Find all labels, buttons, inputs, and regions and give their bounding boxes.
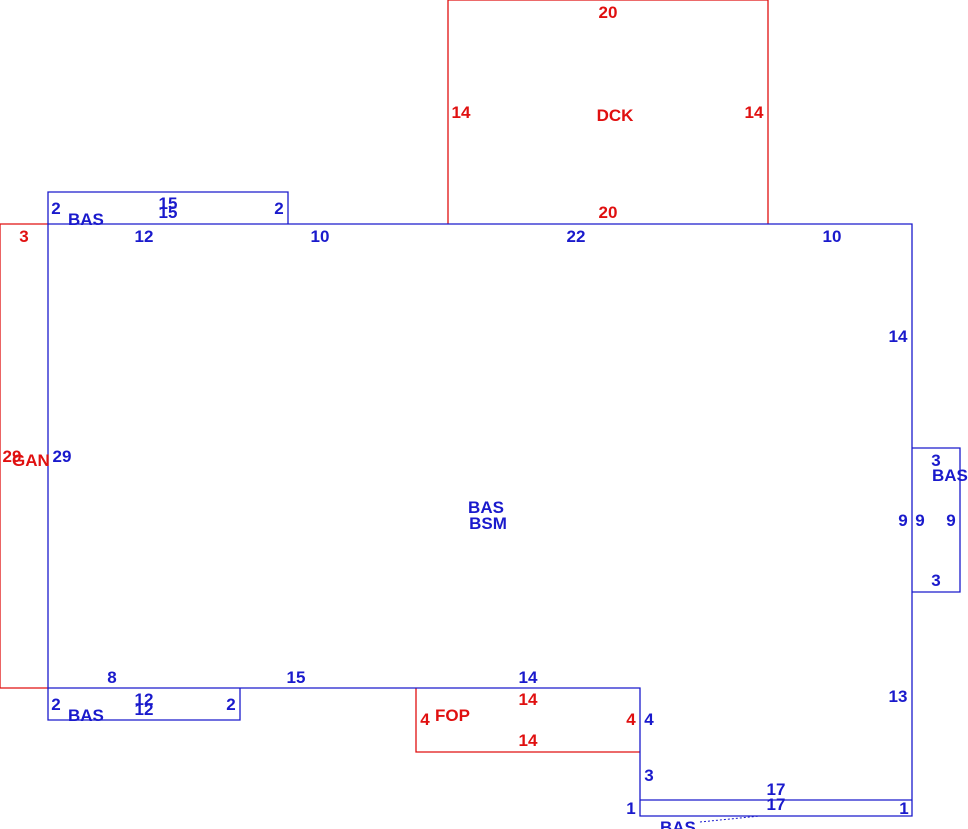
bump-bottom-right-dim-top: 17 [767,795,786,814]
main-dim-right-c: 13 [889,687,908,706]
main-dim-right-a: 14 [889,327,908,346]
garage-code: GAN [12,451,50,470]
bump-bottom-right-dim-left: 1 [626,799,635,818]
bump-top-dim-left: 2 [51,199,60,218]
bump-bottom-left-outline [47,688,241,721]
main-dim-top-a: 12 [135,227,154,246]
deck-code: DCK [597,106,635,125]
bump-right-dim-bottom: 3 [931,571,940,590]
bump-right-dim-right: 9 [946,511,955,530]
bump-top-dim-a: 15 [159,194,178,213]
main-code-bas: BAS [468,498,504,517]
bump-bottom-left-code: BAS [68,706,104,725]
bump-top-dim-b: 15 [159,203,178,222]
bump-bottom-left-dim-right: 2 [226,695,235,714]
garage-dim-top: 3 [19,227,28,246]
deck-dim-top: 20 [599,3,618,22]
bump-top-outline [47,191,289,224]
main-dim-bottom-b: 15 [287,668,306,687]
main-dim-bottom-d: 17 [767,780,786,799]
bump-right-code: BAS [932,466,968,485]
garage-outline [0,223,48,689]
bump-bottom-right-dim-right: 1 [899,799,908,818]
porch-code: FOP [435,706,470,725]
porch-dim-bottom: 14 [519,731,538,750]
deck-outline [447,0,769,224]
main-dim-bottom-c: 14 [519,668,538,687]
porch-outline [415,688,640,753]
main-dim-right-b: 9 [898,511,907,530]
main-dim-step-v2: 3 [644,766,653,785]
porch-dim-left: 4 [420,710,430,729]
main-code-bsm: BSM [469,514,507,533]
bump-top-dim-right: 2 [274,199,283,218]
porch-dim-top: 14 [519,690,538,709]
main-dim-left: 29 [53,447,72,466]
main-dim-top-c: 22 [567,227,586,246]
bump-bottom-right-dotted [699,815,761,823]
bump-right-dim-left: 9 [915,511,924,530]
deck-dim-left: 14 [452,103,471,122]
bump-bottom-left-dim-a: 12 [135,690,154,709]
bump-right-outline [912,447,961,593]
porch-dim-right: 4 [626,710,636,729]
bump-bottom-right-code: BAS [660,818,696,829]
bump-top-code: BAS [68,210,104,229]
bump-bottom-left-dim-b: 12 [135,700,154,719]
deck-dim-right: 14 [745,103,764,122]
main-dim-bottom-a: 8 [107,668,116,687]
garage-dim-left: 29 [3,447,22,466]
main-dim-top-d: 10 [823,227,842,246]
main-dim-step-v: 4 [644,710,654,729]
deck-dim-bottom: 20 [599,203,618,222]
bump-right-dim-top: 3 [931,451,940,470]
bump-bottom-left-dim-left: 2 [51,695,60,714]
main-dim-top-b: 10 [311,227,330,246]
